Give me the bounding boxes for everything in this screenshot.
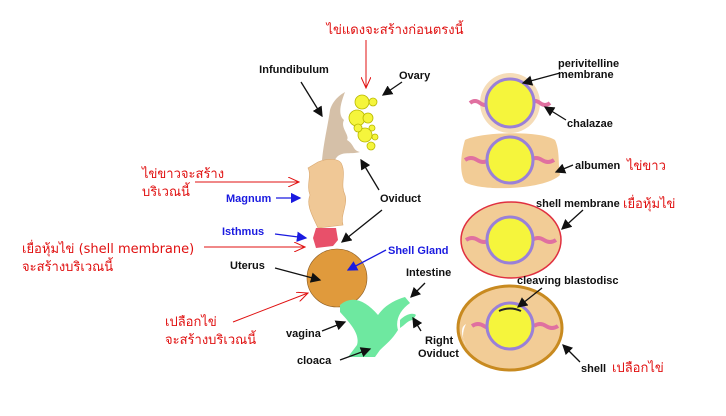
magnum [307, 159, 346, 229]
cloaca-arrow [339, 347, 372, 361]
infundibulum-label: Infundibulum [259, 64, 329, 76]
oviduct-arrow-upper [360, 158, 380, 191]
vagina-cloaca [340, 297, 416, 357]
egg-stage-shell-membrane [460, 201, 562, 279]
isthmus [313, 228, 338, 248]
vagina-arrow [321, 320, 347, 332]
perivitelline-label-1: perivitelline [558, 58, 619, 70]
chalazae-label: chalazae [567, 118, 613, 130]
shell-forms-label-2: จะสร้างบริเวณนี้ [165, 330, 257, 348]
isthmus-arrow [274, 231, 308, 242]
shell-gland-label: Shell Gland [388, 245, 449, 257]
uterus-label: Uterus [230, 260, 265, 272]
magnum-label: Magnum [226, 193, 271, 205]
cleaving-blastodisc-label: cleaving blastodisc [517, 275, 618, 287]
shell-gland-arrow [346, 249, 387, 271]
ovary-arrow [381, 81, 403, 96]
infundibulum [322, 92, 360, 160]
right-oviduct-label-1: Right [425, 335, 453, 347]
ovary-label: Ovary [399, 70, 431, 82]
oviduct-arrow-lower [340, 209, 383, 243]
blastodisc-arrow [516, 287, 543, 308]
intestine-label: Intestine [406, 267, 451, 279]
albumen-thai-label: ไข่ขาว [626, 158, 666, 174]
albumen-forms-label-1: ไข่ขาวจะสร้าง [141, 166, 224, 182]
perivitelline-label-2: membrane [558, 69, 614, 81]
albumen-egg-arrow [554, 163, 574, 174]
albumen-label: albumen [575, 160, 621, 172]
ovary [348, 94, 379, 151]
isthmus-label: Isthmus [222, 226, 264, 238]
oviduct-label: Oviduct [380, 193, 421, 205]
shell-arrow [232, 293, 308, 323]
membrane-forms-label-1: เยื่อหุ้มไข่ (shell membrane) [22, 240, 194, 257]
right-oviduct-arrow [412, 316, 423, 332]
shell-label: shell [581, 363, 606, 375]
vagina-label: vagina [286, 328, 322, 340]
cloaca-label: cloaca [297, 355, 332, 367]
membrane-forms-label-2: จะสร้างบริเวณนี้ [22, 257, 114, 275]
infundibulum-arrow [300, 81, 323, 118]
shell-forms-label-1: เปลือกไข่ [165, 314, 217, 330]
egg-stage-shell [456, 284, 564, 372]
shell-membrane-label: shell membrane [536, 198, 620, 210]
egg-stage-yolk [468, 73, 552, 133]
perivitelline-arrow [521, 72, 561, 86]
chalazae-arrow [543, 106, 567, 121]
albumen-forms-label-2: บริเวณนี้ [142, 182, 190, 200]
yolk-forms-here-label: ไข่แดงจะสร้างก่อนตรงนี้ [326, 20, 465, 38]
shell-membrane-thai-label: เยื่อหุ้มไข่ [623, 195, 675, 212]
shell-thai-label: เปลือกไข่ [612, 360, 664, 376]
uterus-arrow [274, 267, 322, 283]
shell-egg-arrow [562, 344, 581, 363]
right-oviduct-label-2: Oviduct [418, 348, 459, 360]
intestine-arrow [410, 282, 426, 298]
uterus [306, 248, 368, 308]
shell-membrane-arrow [561, 209, 584, 230]
egg-stage-albumen [461, 133, 560, 189]
